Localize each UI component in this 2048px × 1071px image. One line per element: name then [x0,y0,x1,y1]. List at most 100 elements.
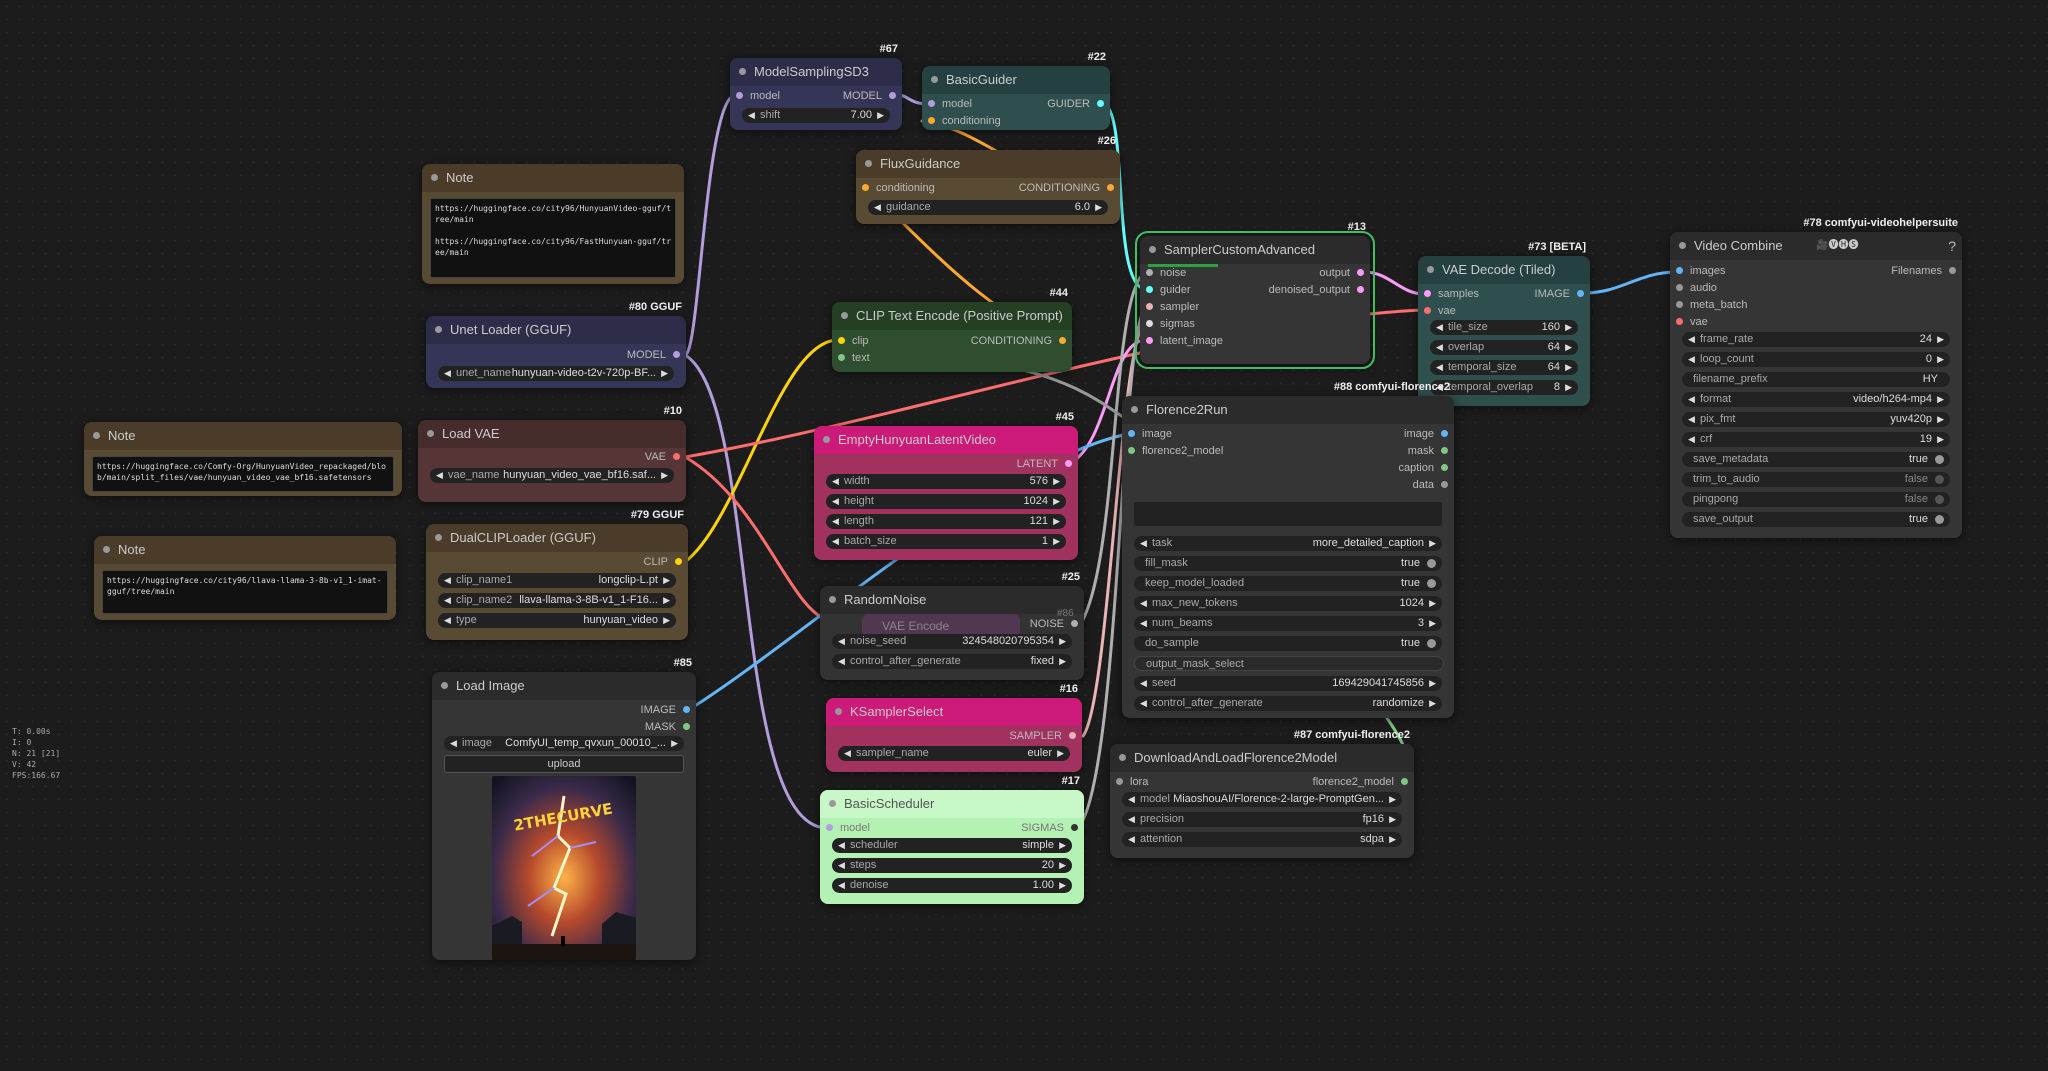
slot-dot[interactable] [1146,337,1153,344]
node-dual-clip-loader[interactable]: #79 GGUF DualCLIPLoader (GGUF) CLIP ◀cli… [426,509,688,640]
input-lora[interactable]: lora [1116,775,1148,789]
decrement-icon[interactable]: ◀ [450,738,457,748]
slot-dot[interactable] [1059,337,1066,344]
node-title-bar[interactable]: Note [94,536,396,564]
collapse-dot[interactable] [1679,242,1686,249]
node-basic-scheduler[interactable]: #17 BasicScheduler model SIGMAS ◀schedul… [820,775,1084,904]
slot-dot[interactable] [1146,286,1153,293]
input-images[interactable]: images [1676,264,1725,278]
collapse-dot[interactable] [93,432,100,439]
node-title-bar[interactable]: Note [422,164,684,192]
increment-icon[interactable]: ▶ [1429,698,1436,708]
collapse-dot[interactable] [829,596,836,603]
node-title-bar[interactable]: Load Image [432,672,696,700]
increment-icon[interactable]: ▶ [1429,538,1436,548]
decrement-icon[interactable]: ◀ [1436,382,1443,392]
note-textarea[interactable]: https://huggingface.co/city96/llava-llam… [102,570,388,614]
slot-dot[interactable] [1676,318,1683,325]
decrement-icon[interactable]: ◀ [444,368,451,378]
toggle-knob[interactable] [1427,579,1436,588]
node-video-combine[interactable]: #78 comfyui-videohelpersuite Video Combi… [1670,217,1962,538]
decrement-icon[interactable]: ◀ [1436,342,1443,352]
slot-dot[interactable] [1146,303,1153,310]
node-title-bar[interactable]: Video Combine🎥🅥🅗🅢? [1670,232,1962,260]
increment-icon[interactable]: ▶ [1059,880,1066,890]
decrement-icon[interactable]: ◀ [1140,598,1147,608]
output-image[interactable]: IMAGE [641,703,690,717]
node-title-bar[interactable]: SamplerCustomAdvanced [1140,236,1370,264]
help-icon[interactable]: ? [1948,238,1956,254]
increment-icon[interactable]: ▶ [1053,536,1060,546]
node-vae-decode-tiled[interactable]: #73 [BETA] VAE Decode (Tiled) samples va… [1418,241,1590,406]
input-model[interactable]: model [928,97,972,111]
increment-icon[interactable]: ▶ [1389,794,1396,804]
slot-dot[interactable] [1441,447,1448,454]
output-model[interactable]: MODEL [843,89,896,103]
toggle-knob[interactable] [1935,515,1944,524]
decrement-icon[interactable]: ◀ [1436,322,1443,332]
node-title-bar[interactable]: Load VAE [418,420,686,448]
output-conditioning[interactable]: CONDITIONING [1019,181,1114,195]
slot-dot[interactable] [673,453,680,460]
input-conditioning[interactable]: conditioning [862,181,935,195]
node-empty-hunyuan-latent-video[interactable]: #45 EmptyHunyuanLatentVideo LATENT ◀widt… [814,411,1078,560]
increment-icon[interactable]: ▶ [671,738,678,748]
decrement-icon[interactable]: ◀ [1688,434,1695,444]
collapse-dot[interactable] [931,76,938,83]
slot-dot[interactable] [1401,778,1408,785]
slot-dot[interactable] [1357,269,1364,276]
increment-icon[interactable]: ▶ [1429,678,1436,688]
slot-dot[interactable] [675,558,682,565]
output-sampler[interactable]: SAMPLER [1009,729,1076,743]
collapse-dot[interactable] [441,682,448,689]
node-sampler-custom-advanced[interactable]: #13 SamplerCustomAdvanced noise guider s… [1135,221,1375,369]
node-title-bar[interactable]: DownloadAndLoadFlorence2Model [1110,744,1414,772]
toggle-knob[interactable] [1427,559,1436,568]
node-title-bar[interactable]: EmptyHunyuanLatentVideo [814,426,1078,454]
increment-icon[interactable]: ▶ [1937,354,1944,364]
slot-dot[interactable] [862,184,869,191]
slot-dot[interactable] [1441,464,1448,471]
slot-dot[interactable] [1424,307,1431,314]
slot-dot[interactable] [1128,430,1135,437]
decrement-icon[interactable]: ◀ [832,516,839,526]
decrement-icon[interactable]: ◀ [1688,414,1695,424]
output-vae[interactable]: VAE [645,450,680,464]
decrement-icon[interactable]: ◀ [1140,698,1147,708]
node-basic-guider[interactable]: #22 BasicGuider model conditioning GUIDE… [922,51,1110,130]
increment-icon[interactable]: ▶ [1429,598,1436,608]
slot-dot[interactable] [928,117,935,124]
slot-dot[interactable] [1065,460,1072,467]
slot-dot[interactable] [1107,184,1114,191]
collapse-dot[interactable] [435,534,442,541]
output-florence2-model[interactable]: florence2_model [1313,775,1408,789]
collapse-dot[interactable] [427,430,434,437]
decrement-icon[interactable]: ◀ [1436,362,1443,372]
slot-dot[interactable] [1097,100,1104,107]
output-image[interactable]: IMAGE [1535,287,1584,301]
toggle-knob[interactable] [1427,639,1436,648]
output-clip[interactable]: CLIP [644,555,682,569]
input-guider[interactable]: guider [1146,283,1191,297]
